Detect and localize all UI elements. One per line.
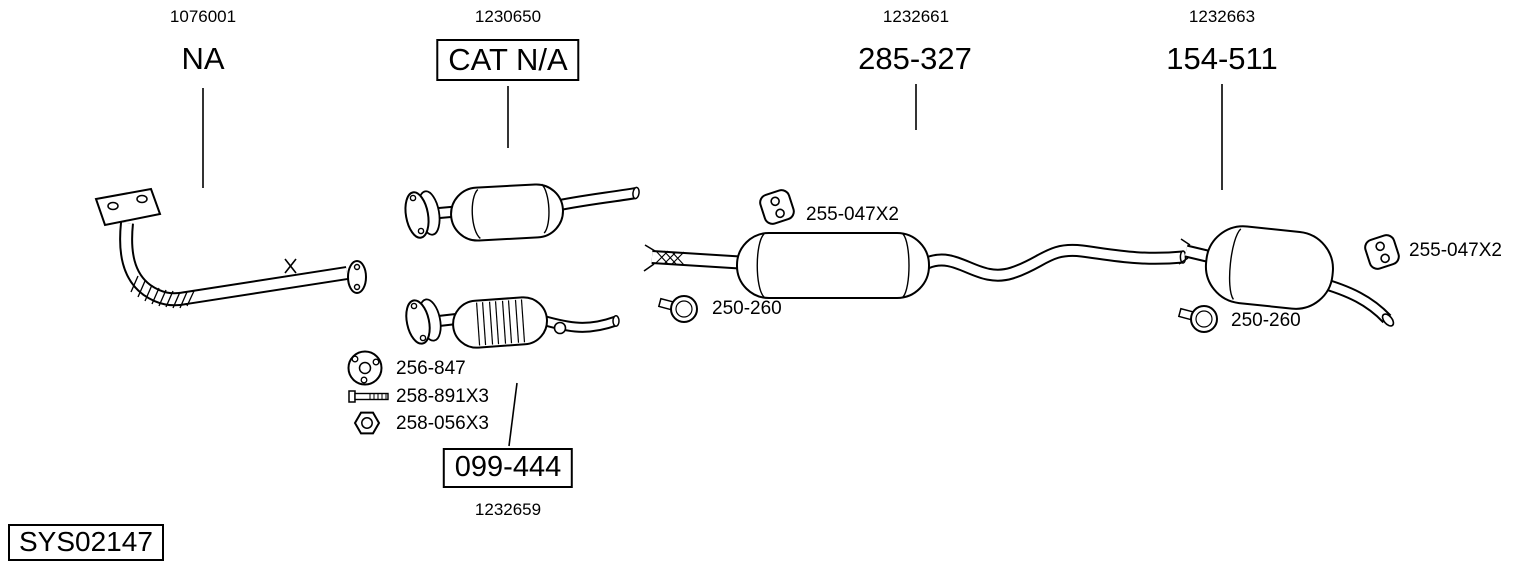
part-label-rear-muffler[interactable]: 154-511	[1166, 41, 1278, 76]
clamp-icon-left	[657, 295, 698, 323]
nut-icon	[353, 411, 381, 435]
clamp-mark	[284, 258, 297, 274]
part-ref-center-muffler[interactable]: 1232661	[882, 7, 950, 26]
bolt-icon	[348, 390, 389, 403]
label-clamp-right[interactable]: 250-260	[1231, 310, 1301, 331]
label-nut[interactable]: 258-056X3	[396, 413, 489, 434]
gasket-icon	[347, 350, 383, 386]
part-ref-rear-muffler[interactable]: 1232663	[1188, 7, 1256, 26]
label-hanger-right[interactable]: 255-047X2	[1409, 240, 1502, 261]
leader-lines	[202, 84, 1223, 447]
lower-catalyst-drawing	[405, 296, 620, 349]
rear-muffler-drawing	[1178, 225, 1395, 327]
system-code-badge: SYS02147	[8, 524, 164, 561]
part-ref-upper-cat[interactable]: 1230650	[474, 7, 542, 26]
part-label-upper-cat[interactable]: CAT N/A	[436, 39, 580, 82]
part-label-sub-assembly[interactable]: 099-444	[442, 448, 574, 488]
flex-section-hatch	[130, 275, 195, 309]
inlet-fork	[1178, 238, 1191, 265]
center-muffler-drawing	[643, 232, 1187, 299]
hanger-icon-left	[759, 189, 795, 225]
label-gasket[interactable]: 256-847	[396, 358, 466, 379]
part-ref-front-pipe[interactable]: 1076001	[169, 7, 237, 26]
upper-catalyst-drawing	[404, 183, 640, 242]
inlet-fork	[643, 244, 656, 272]
part-label-center-muffler[interactable]: 285-327	[858, 41, 972, 76]
catalyst-ribs	[475, 299, 526, 346]
front-pipe-drawing	[94, 187, 367, 309]
label-bolt[interactable]: 258-891X3	[396, 386, 489, 407]
label-hanger-left[interactable]: 255-047X2	[806, 204, 899, 225]
part-label-front-pipe[interactable]: NA	[181, 41, 225, 76]
clamp-icon-right	[1177, 305, 1218, 333]
hanger-icon-right	[1364, 234, 1400, 270]
braid-hatch	[655, 250, 685, 266]
part-ref-sub-assembly[interactable]: 1232659	[474, 500, 542, 519]
label-clamp-left[interactable]: 250-260	[712, 298, 782, 319]
leader-sub-assembly	[508, 382, 518, 447]
